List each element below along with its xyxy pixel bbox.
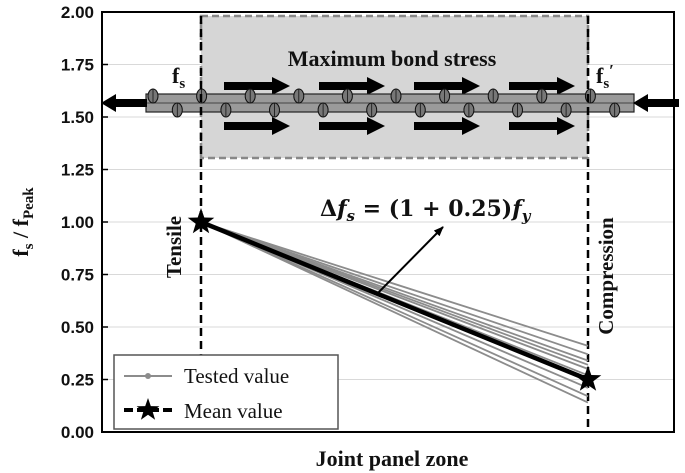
tested-series-line xyxy=(200,221,589,398)
legend-tested-label: Tested value xyxy=(184,364,289,388)
right-force-arrow xyxy=(633,94,679,112)
right-force-label: fs′ xyxy=(596,61,614,92)
left-force-label: fs xyxy=(172,63,185,92)
y-tick-label: 0.50 xyxy=(61,318,94,337)
rebar xyxy=(145,88,635,118)
shear-arrow-bottom xyxy=(319,117,385,135)
tested-series-line xyxy=(200,221,589,404)
mean-point-tensile xyxy=(187,208,215,234)
legend: Tested value Mean value xyxy=(113,354,339,430)
tested-series-line xyxy=(200,221,589,347)
bond-stress-title: Maximum bond stress xyxy=(288,46,497,71)
mean-series-line xyxy=(200,219,589,382)
shear-arrow-bottom xyxy=(509,117,575,135)
legend-tested-marker xyxy=(145,373,151,379)
y-axis-label: fs / fPeak xyxy=(8,187,37,257)
left-force-arrow xyxy=(101,94,147,112)
y-tick-label: 0.00 xyxy=(61,423,94,442)
y-tick-label: 1.00 xyxy=(61,213,94,232)
shear-arrows xyxy=(224,77,575,135)
mean-point-compression xyxy=(574,365,602,391)
equation-label: Δfs = (1 + 0.25)fy xyxy=(320,196,532,225)
y-tick-label: 2.00 xyxy=(61,3,94,22)
y-tick-label: 1.50 xyxy=(61,108,94,127)
tested-series-line xyxy=(200,221,589,356)
shear-arrow-top xyxy=(509,77,575,95)
shear-arrow-top xyxy=(224,77,290,95)
y-axis: 0.00 0.25 0.50 0.75 1.00 1.25 1.50 1.75 2.00 xyxy=(61,3,108,442)
compression-label: Compression xyxy=(594,217,618,335)
series-layer xyxy=(187,208,602,404)
legend-mean-star xyxy=(136,398,160,420)
x-axis-label: Joint panel zone xyxy=(316,446,469,471)
y-tick-label: 1.75 xyxy=(61,56,94,75)
shear-arrow-bottom xyxy=(414,117,480,135)
shear-arrow-bottom xyxy=(224,117,290,135)
y-tick-label: 1.25 xyxy=(61,161,94,180)
tested-series-line xyxy=(200,221,589,362)
legend-mean-label: Mean value xyxy=(184,399,283,423)
tensile-label: Tensile xyxy=(162,216,186,278)
y-tick-label: 0.75 xyxy=(61,266,94,285)
equation-pointer-arrow xyxy=(376,226,444,295)
shear-arrow-top xyxy=(319,77,385,95)
y-tick-label: 0.25 xyxy=(61,371,94,390)
shear-arrow-top xyxy=(414,77,480,95)
